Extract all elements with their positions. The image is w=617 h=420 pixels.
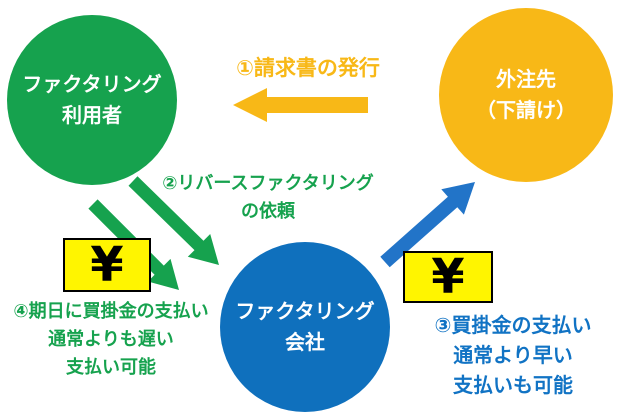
yen-icon: ¥ [431, 249, 465, 305]
label-step2-line2: の依頼 [241, 201, 295, 222]
node-subcontractor: 外注先 （下請け） [439, 8, 613, 182]
payment-arrow-icon [380, 182, 475, 268]
yen-box-left: ¥ [63, 238, 151, 292]
node-subcontractor-label-line1: 外注先 [496, 67, 556, 91]
node-factoring-company-label-line1: ファクタリング [235, 299, 375, 323]
label-step3-payables-payment: ③買掛金の支払い 通常より早い 支払いも可能 [435, 310, 592, 400]
label-step3-line1: ③買掛金の支払い [434, 313, 592, 337]
label-step3-line2: 通常より早い [453, 343, 573, 367]
yen-box-right: ¥ [403, 251, 493, 303]
label-step1-invoice-issue: ①請求書の発行 [236, 56, 380, 80]
yen-icon: ¥ [90, 237, 124, 293]
node-factoring-company-label-line2: 会社 [285, 330, 325, 354]
request-arrow-1-icon [128, 176, 219, 265]
label-step4-line1: ④期日に買掛金の支払い [13, 301, 209, 322]
label-step2-reverse-factoring-request: ②リバースファクタリング の依頼 [162, 170, 374, 226]
node-factoring-user: ファクタリング 利用者 [7, 15, 177, 185]
node-factoring-user-label-line2: 利用者 [62, 103, 122, 127]
label-step4-due-date-payment: ④期日に買掛金の支払い 通常よりも遅い 支払い可能 [13, 298, 208, 382]
node-factoring-user-label-line1: ファクタリング [22, 72, 162, 96]
label-step4-line2: 通常よりも遅い [48, 329, 174, 350]
label-step4-line3: 支払い可能 [66, 357, 156, 378]
label-step2-line1: ②リバースファクタリング [162, 173, 374, 194]
invoice-arrow-icon [233, 88, 368, 122]
node-subcontractor-label-line2: （下請け） [476, 98, 576, 122]
label-step3-line3: 支払いも可能 [453, 373, 573, 397]
node-factoring-company: ファクタリング 会社 [220, 242, 390, 412]
